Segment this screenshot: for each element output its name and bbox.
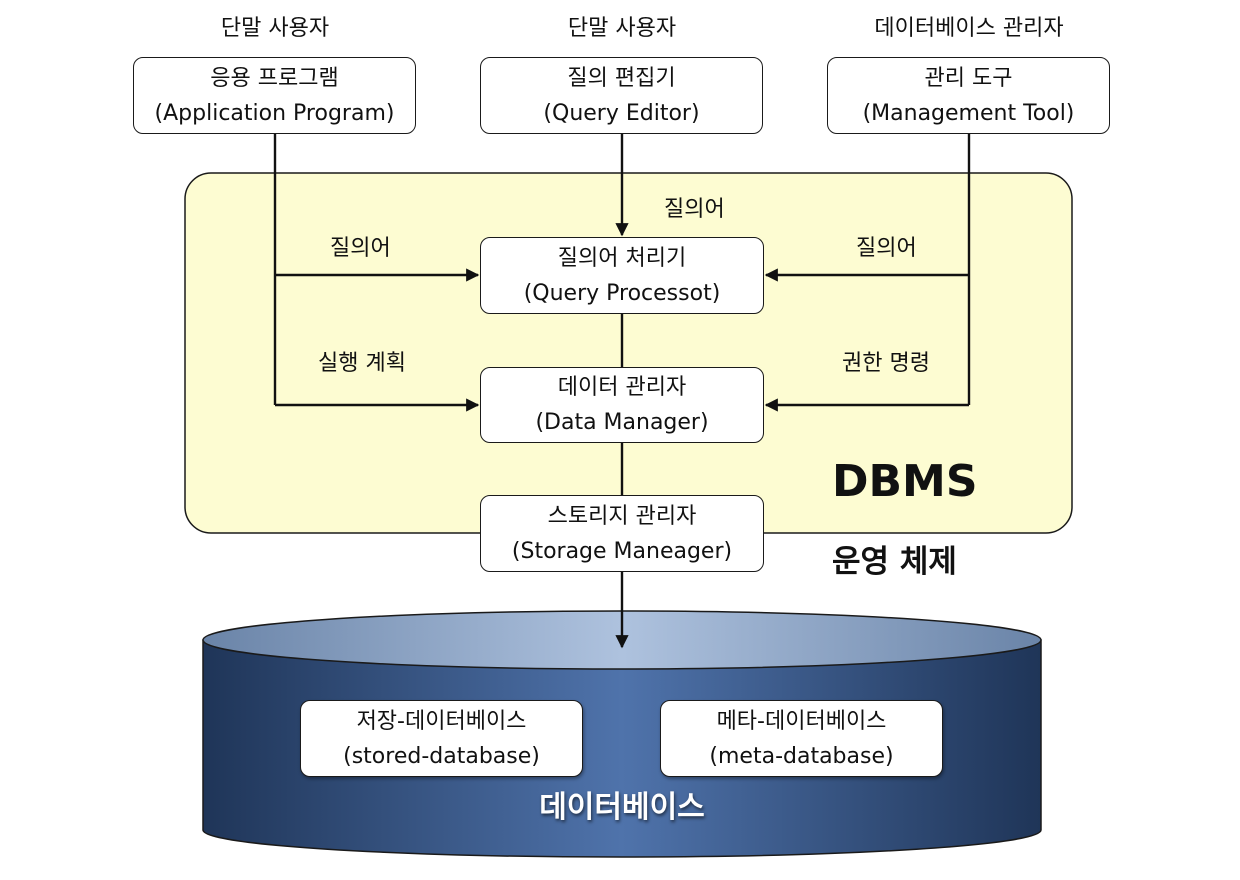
- storage-manager-box: 스토리지 관리자 (Storage Maneager): [480, 495, 764, 572]
- query-editor-english: (Query Editor): [543, 100, 700, 126]
- application-program-english: (Application Program): [154, 100, 395, 126]
- connectors: [273, 134, 971, 649]
- query-editor-box: 질의 편집기 (Query Editor): [480, 57, 763, 134]
- user-label-right: 데이터베이스 관리자: [874, 16, 1064, 41]
- stored-database-english: (stored-database): [343, 743, 540, 769]
- application-program-box: 응용 프로그램 (Application Program): [133, 57, 416, 134]
- user-label-left: 단말 사용자: [220, 16, 330, 41]
- data-manager-label: 데이터 관리자: [557, 375, 687, 400]
- user-label-middle: 단말 사용자: [567, 16, 677, 41]
- stored-database-label: 저장-데이터베이스: [356, 708, 527, 734]
- storage-manager-english: (Storage Maneager): [511, 538, 733, 564]
- database-title: 데이터베이스: [539, 790, 705, 825]
- query-processor-box: 질의어 처리기 (Query Processot): [480, 237, 764, 314]
- query-processor-label: 질의어 처리기: [557, 245, 687, 271]
- meta-database-english: (meta-database): [709, 743, 894, 769]
- edge-label-query-left: 질의어: [330, 236, 391, 261]
- meta-database-label: 메타-데이터베이스: [716, 708, 887, 734]
- query-editor-label: 질의 편집기: [567, 65, 676, 91]
- data-manager-english: (Data Manager): [535, 410, 709, 435]
- management-tool-label: 관리 도구: [924, 65, 1013, 91]
- meta-database-box: 메타-데이터베이스 (meta-database): [660, 700, 943, 777]
- management-tool-box: 관리 도구 (Management Tool): [827, 57, 1110, 134]
- query-processor-english: (Query Processot): [523, 280, 721, 306]
- edge-label-query-right: 질의어: [856, 236, 917, 261]
- database-cylinder-body: [202, 639, 1042, 858]
- dbms-label: DBMS: [832, 456, 978, 507]
- management-tool-english: (Management Tool): [862, 100, 1075, 126]
- edge-label-authority-cmd: 권한 명령: [842, 351, 930, 376]
- data-manager-box: 데이터 관리자 (Data Manager): [480, 367, 764, 443]
- application-program-label: 응용 프로그램: [210, 65, 339, 91]
- os-label: 운영 체제: [832, 544, 957, 580]
- stored-database-box: 저장-데이터베이스 (stored-database): [300, 700, 583, 777]
- storage-manager-label: 스토리지 관리자: [547, 503, 697, 529]
- edge-label-query-middle: 질의어: [664, 197, 725, 222]
- edge-label-exec-plan: 실행 계획: [318, 351, 406, 376]
